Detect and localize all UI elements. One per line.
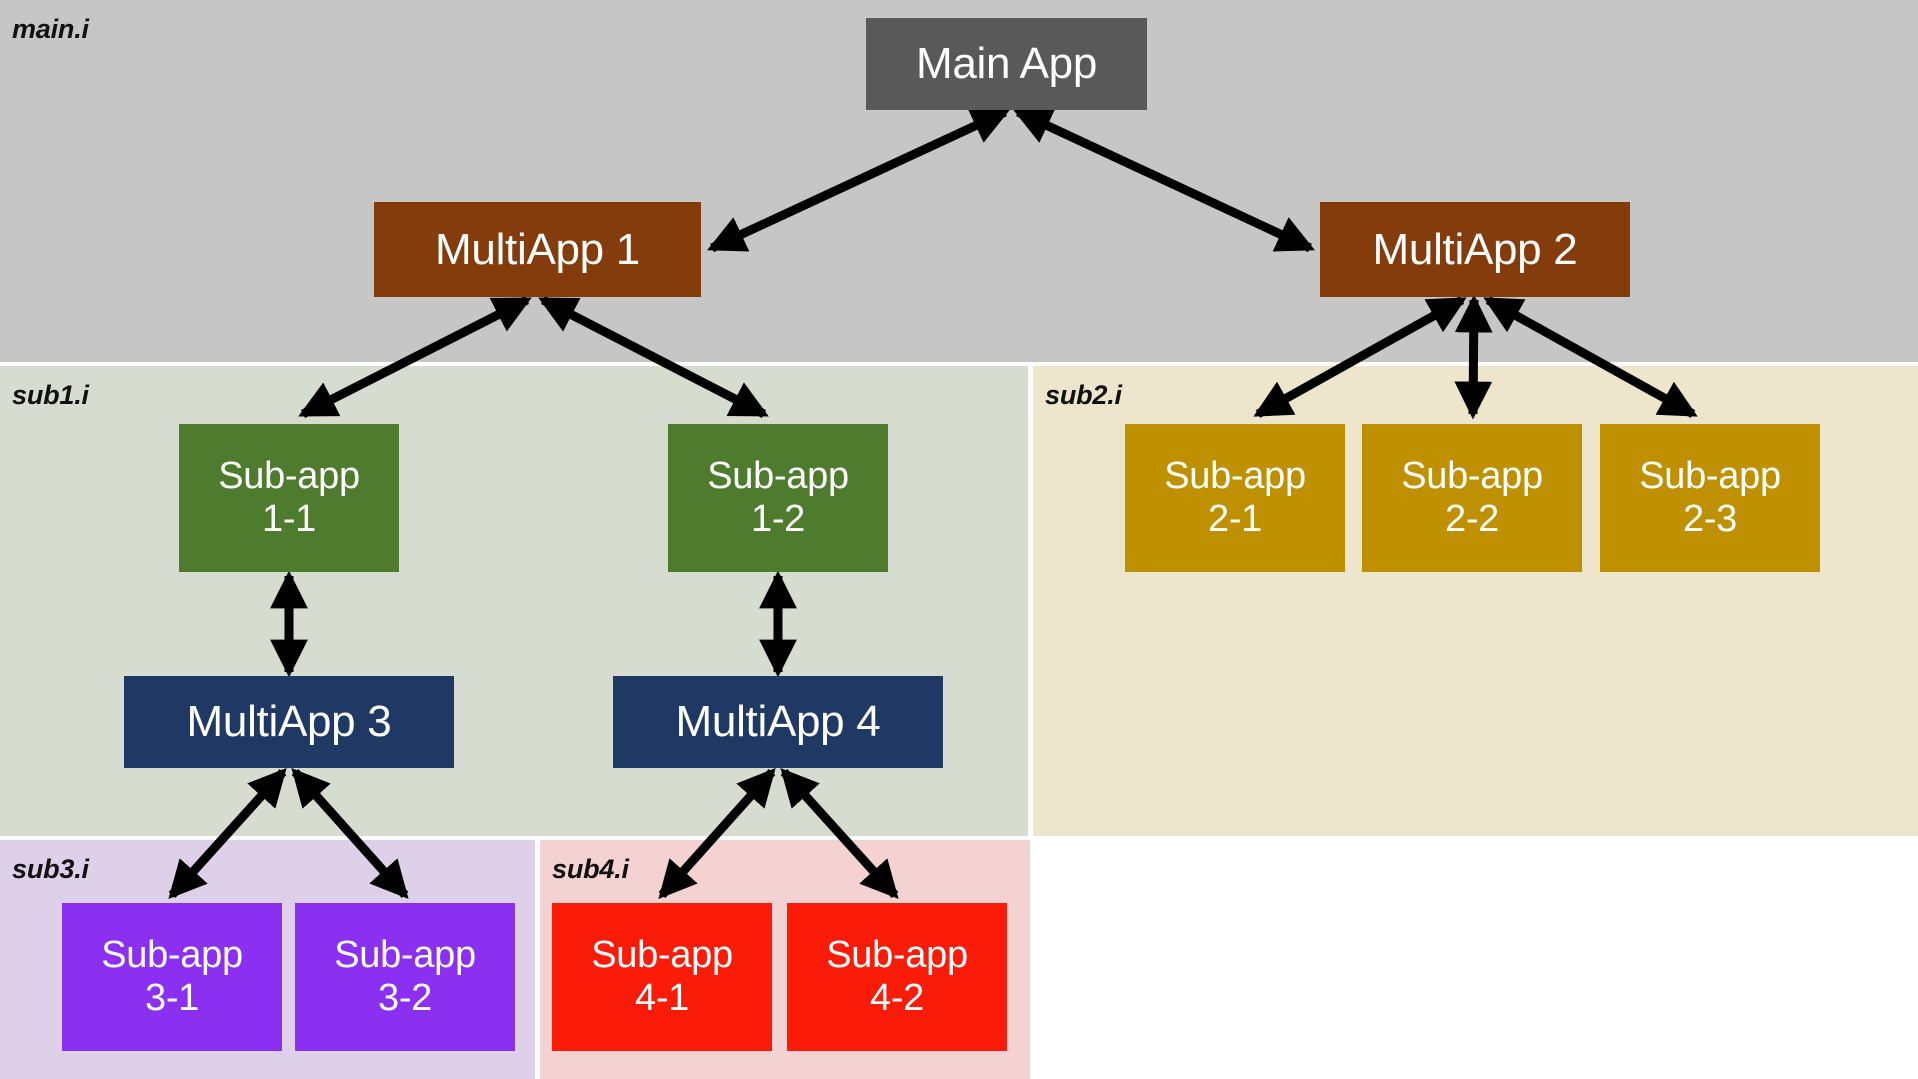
node-label-sub-app-2-1-line1: Sub-app [1164, 455, 1306, 498]
region-label-sub1: sub1.i [12, 380, 89, 410]
node-label-sub-app-3-2-line1: Sub-app [334, 934, 476, 977]
node-label-multiapp-1-line1: MultiApp 1 [435, 224, 640, 274]
region-label-main: main.i [12, 14, 89, 44]
node-label-sub-app-4-2-line1: Sub-app [826, 934, 968, 977]
node-label-sub-app-1-2-line1: Sub-app [707, 455, 849, 498]
node-label-sub-app-1-1-line1: Sub-app [218, 455, 360, 498]
node-main-app[interactable]: Main App [866, 18, 1147, 110]
node-label-multiapp-3-line1: MultiApp 3 [186, 697, 392, 747]
node-label-sub-app-4-2-line2: 4-2 [869, 977, 925, 1019]
node-label-multiapp-2-line1: MultiApp 2 [1372, 224, 1578, 274]
node-label-sub-app-2-3-line1: Sub-app [1639, 455, 1781, 498]
node-multiapp-1[interactable]: MultiApp 1 [374, 202, 701, 297]
node-label-sub-app-3-2-line2: 3-2 [377, 977, 433, 1019]
node-multiapp-4[interactable]: MultiApp 4 [613, 676, 943, 768]
node-multiapp-2[interactable]: MultiApp 2 [1320, 202, 1630, 297]
region-label-sub3: sub3.i [12, 854, 89, 884]
node-label-sub-app-3-1-line2: 3-1 [144, 977, 200, 1019]
node-label-main-app-line1: Main App [915, 39, 1098, 89]
node-label-sub-app-2-1-line2: 2-1 [1207, 498, 1263, 540]
node-label-sub-app-2-2-line1: Sub-app [1401, 455, 1543, 498]
node-label-sub-app-4-1-line1: Sub-app [591, 934, 733, 977]
region-label-sub4: sub4.i [552, 854, 629, 884]
node-multiapp-3[interactable]: MultiApp 3 [124, 676, 454, 768]
node-label-sub-app-2-2-line2: 2-2 [1444, 498, 1500, 540]
node-label-sub-app-3-1-line1: Sub-app [101, 934, 243, 977]
node-label-sub-app-2-3-line2: 2-3 [1682, 498, 1738, 540]
node-label-sub-app-1-1-line2: 1-1 [261, 498, 317, 540]
node-label-sub-app-4-1-line2: 4-1 [634, 977, 690, 1019]
node-label-multiapp-4-line1: MultiApp 4 [675, 697, 881, 747]
region-label-sub2: sub2.i [1045, 380, 1122, 410]
node-label-sub-app-1-2-line2: 1-2 [750, 498, 806, 540]
